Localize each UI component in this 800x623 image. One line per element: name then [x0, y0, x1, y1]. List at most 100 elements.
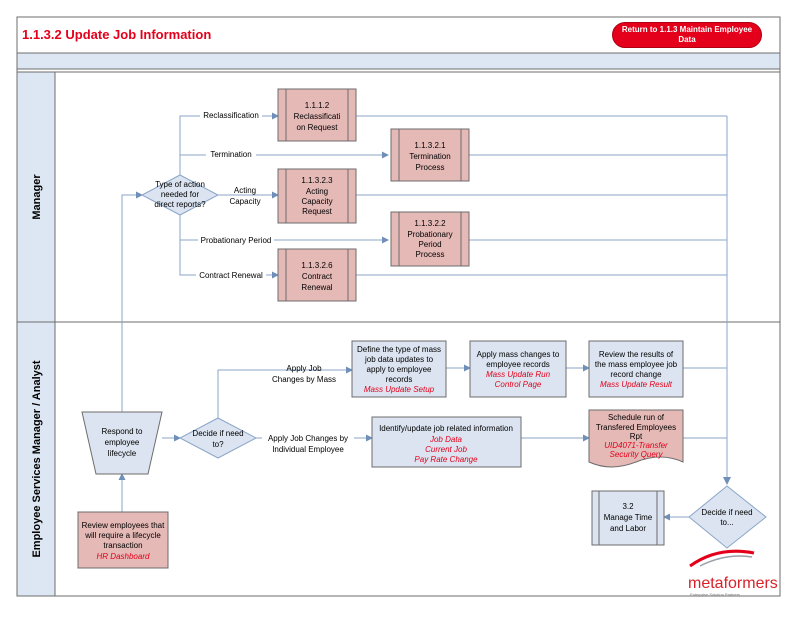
process-manage-time[interactable]: 3.2 Manage Time and Labor [591, 490, 665, 546]
manage-time-id: 3.2 [622, 502, 634, 511]
process-contract-l3: Renewal [301, 283, 332, 292]
schedule-line2: Transfered Employees [596, 423, 676, 432]
review-mass-results-task[interactable]: Review the results of the mass employee … [588, 340, 684, 398]
return-to-maintain-employee-button[interactable]: Return to 1.1.3 Maintain Employee Data [612, 22, 762, 48]
process-reclassification[interactable]: 1.1.1.2 Reclassificati on Request [277, 88, 357, 142]
decide-need-right[interactable]: Decide if need to... [688, 485, 767, 549]
logo-swoosh-icon [689, 549, 755, 568]
action-type-decision-line3: direct reports? [154, 200, 206, 209]
manual-operation-shape[interactable] [81, 411, 163, 475]
process-box[interactable] [591, 490, 665, 546]
logo-swoosh-icon [699, 555, 753, 567]
metaformers-logo: metaformers Enterprise Solution Partners [688, 549, 778, 597]
current-job-link[interactable]: Current Job [425, 445, 467, 454]
task-box[interactable] [351, 340, 447, 398]
process-termination-l2: Termination [409, 152, 450, 161]
process-acting-l3: Capacity [301, 197, 332, 206]
header-band [16, 52, 781, 70]
label-bg [196, 268, 266, 280]
mass-update-result-link[interactable]: Mass Update Result [600, 380, 673, 389]
process-reclass-id: 1.1.1.2 [305, 101, 330, 110]
manage-time-l2: Manage Time [604, 513, 653, 522]
process-acting-id: 1.1.3.2.3 [301, 176, 333, 185]
label-bg [200, 108, 262, 120]
connector-mass [217, 366, 353, 418]
job-data-link[interactable]: Job Data [429, 435, 463, 444]
decide-right-line1: Decide if need [701, 508, 752, 517]
decide-right-line2: to... [720, 518, 733, 527]
decision-diamond[interactable] [688, 485, 767, 549]
process-probation-id: 1.1.3.2.2 [414, 219, 446, 228]
review-results-line2: the mass employee job [595, 360, 678, 369]
task-box[interactable] [469, 340, 567, 398]
hr-dashboard-link[interactable]: HR Dashboard [97, 552, 150, 561]
label-bg [262, 433, 354, 455]
label-individual-2: Individual Employee [272, 445, 344, 454]
process-box[interactable] [390, 128, 470, 182]
apply-line2: employee records [486, 360, 550, 369]
process-contract-id: 1.1.3.2.6 [301, 261, 333, 270]
decide-left-line1: Decide if need [192, 429, 243, 438]
schedule-line1: Schedule run of [608, 413, 665, 422]
apply-line1: Apply mass changes to [477, 350, 560, 359]
process-box[interactable] [390, 211, 470, 267]
process-probationary[interactable]: 1.1.3.2.2 Probationary Period Process [390, 211, 470, 267]
control-page-link[interactable]: Control Page [495, 380, 542, 389]
process-box[interactable] [277, 88, 357, 142]
respond-line2: employee [105, 438, 140, 447]
branch-label-acting-2: Capacity [229, 197, 260, 206]
task-box[interactable] [371, 416, 522, 468]
apply-mass-changes-task[interactable]: Apply mass changes to employee records M… [469, 340, 567, 398]
branch-label-acting-1: Acting [234, 186, 256, 195]
branch-label-termination: Termination [210, 150, 251, 159]
mass-update-run-link[interactable]: Mass Update Run [486, 370, 551, 379]
process-probation-l2: Probationary [407, 230, 452, 239]
task-box[interactable] [588, 340, 684, 398]
review-employees-task[interactable]: Review employees that will require a lif… [77, 511, 169, 569]
define-line1: Define the type of mass [357, 345, 441, 354]
process-termination-id: 1.1.3.2.1 [414, 141, 446, 150]
label-mass-1: Apply Job [286, 364, 322, 373]
define-line4: records [386, 375, 413, 384]
process-termination[interactable]: 1.1.3.2.1 Termination Process [390, 128, 470, 182]
review-line1: Review employees that [82, 521, 165, 530]
action-type-decision[interactable] [140, 174, 220, 216]
schedule-report-document[interactable]: Schedule run of Transfered Employees Rpt… [588, 409, 684, 468]
review-results-line3: record change [610, 370, 662, 379]
logo-wordmark: metaformers [688, 575, 778, 592]
mass-update-setup-link[interactable]: Mass Update Setup [364, 385, 435, 394]
decide-need-left[interactable]: Decide if need to? [178, 417, 258, 459]
connector-respond-decision [121, 191, 143, 412]
branch-label-probationary: Probationary Period [201, 236, 272, 245]
label-individual-1: Apply Job Changes by [268, 434, 348, 443]
define-line3: apply to employee [367, 365, 432, 374]
define-mass-updates-task[interactable]: Define the type of mass job data updates… [351, 340, 447, 398]
uid4071-link[interactable]: UID4071-Transfer [604, 441, 668, 450]
identify-job-info-task[interactable]: Identify/update job related information … [371, 416, 522, 468]
logo-tagline: Enterprise Solution Partners [690, 592, 740, 597]
document-shape[interactable] [588, 409, 684, 468]
analyst-lane-header [16, 321, 56, 597]
respond-lifecycle-step[interactable]: Respond to employee lifecycle [81, 411, 163, 475]
analyst-lane-label: Employee Services Manager / Analyst [31, 360, 43, 557]
return-button-line2: Data [678, 35, 696, 44]
pay-rate-change-link[interactable]: Pay Rate Change [414, 455, 478, 464]
process-reclass-l3: on Request [297, 123, 339, 132]
security-query-link[interactable]: Security Query [610, 450, 664, 459]
return-button-line1: Return to 1.1.3 Maintain Employee [621, 25, 753, 34]
branch-label-reclassification: Reclassification [203, 111, 259, 120]
process-box[interactable] [277, 168, 357, 224]
decision-diamond[interactable] [178, 417, 258, 459]
review-line3: transaction [103, 541, 142, 550]
manage-time-l3: and Labor [610, 524, 646, 533]
process-probation-l3: Period [418, 240, 441, 249]
manager-lane-label: Manager [31, 174, 43, 220]
process-acting-capacity[interactable]: 1.1.3.2.3 Acting Capacity Request [277, 168, 357, 224]
process-reclass-l2: Reclassificati [294, 112, 341, 121]
process-box[interactable] [277, 248, 357, 302]
process-contract-renewal[interactable]: 1.1.3.2.6 Contract Renewal [277, 248, 357, 302]
respond-line3: lifecycle [108, 449, 137, 458]
task-box[interactable] [77, 511, 169, 569]
